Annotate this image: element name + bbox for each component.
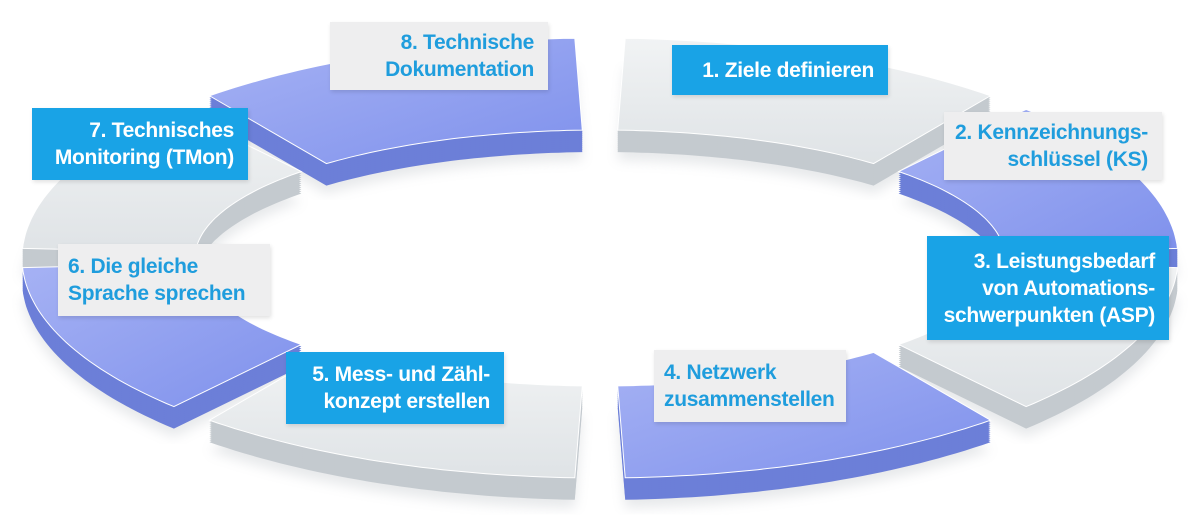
step-6-label[interactable]: 6. Die gleiche Sprache sprechen bbox=[58, 244, 270, 316]
step-7-label[interactable]: 7. Technisches Monitoring (TMon) bbox=[32, 108, 248, 180]
step-8-label[interactable]: 8. Technische Dokumentation bbox=[330, 22, 548, 90]
step-3-label[interactable]: 3. Leistungsbedarf von Automations- schw… bbox=[927, 236, 1169, 340]
step-1-label[interactable]: 1. Ziele definieren bbox=[672, 45, 888, 95]
step-4-label[interactable]: 4. Netzwerk zusammenstellen bbox=[654, 350, 846, 422]
step-2-label[interactable]: 2. Kennzeichnungs- schlüssel (KS) bbox=[944, 112, 1162, 180]
step-5-label[interactable]: 5. Mess- und Zähl- konzept erstellen bbox=[286, 352, 504, 424]
